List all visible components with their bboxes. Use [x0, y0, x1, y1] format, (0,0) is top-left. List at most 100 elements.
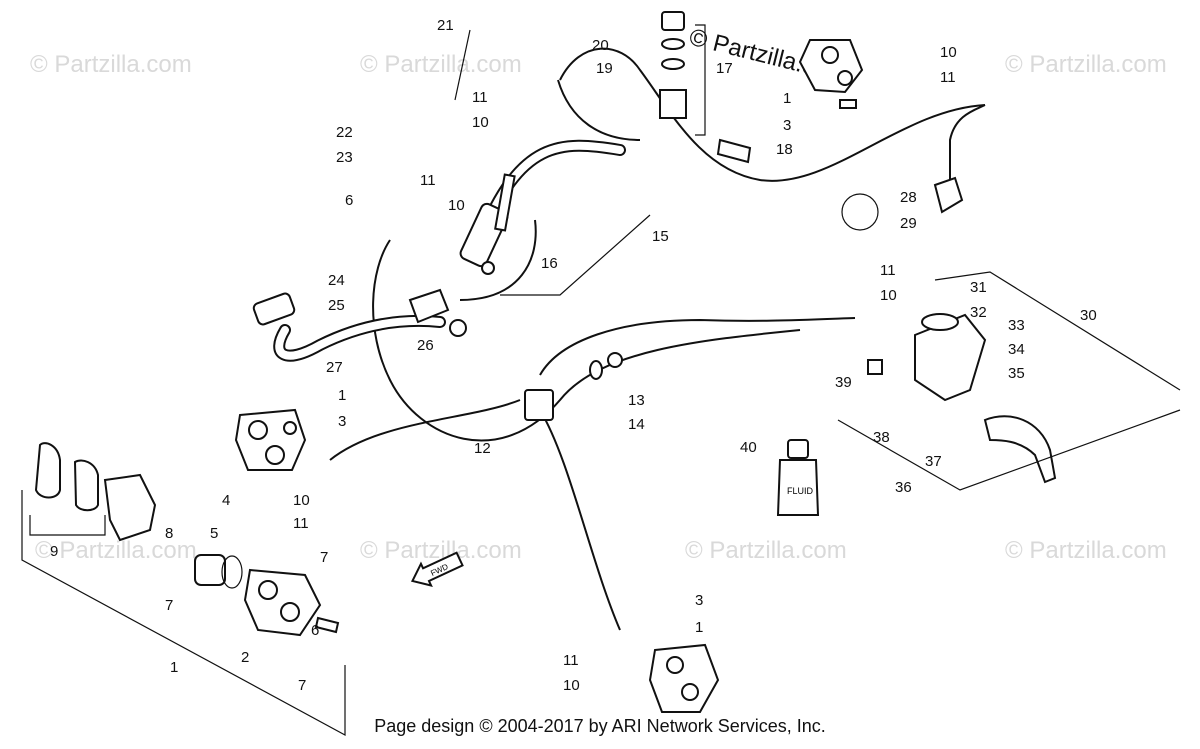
callout-3: 3	[783, 117, 791, 134]
watermark-top-center: © Partzilla.com	[360, 51, 522, 78]
callout-37: 37	[925, 453, 942, 470]
callout-3: 3	[695, 592, 703, 609]
callout-11: 11	[940, 69, 956, 86]
callout-26: 26	[417, 337, 434, 354]
fluid-bottle-40: FLUID	[776, 439, 820, 516]
pedal-pad	[252, 292, 296, 326]
rear-upper-caliper	[798, 39, 864, 109]
washer-13	[589, 360, 603, 380]
piston-5	[194, 554, 226, 586]
brake-pads-9	[21, 442, 346, 737]
hose-to-master-cylinder	[539, 317, 856, 376]
hose-to-front-caliper	[329, 399, 521, 461]
callout-1: 1	[783, 90, 791, 107]
callout-22: 22	[336, 124, 353, 141]
seal-4	[221, 555, 243, 589]
clip-29	[933, 176, 964, 214]
switch-39	[867, 359, 883, 375]
bracket-8	[103, 473, 157, 542]
brake-hose-14	[539, 409, 621, 631]
front-brake-hose	[372, 239, 801, 442]
callout-33: 33	[1008, 317, 1025, 334]
callout-6: 6	[345, 192, 353, 209]
callout-2: 2	[241, 649, 249, 666]
spring-21	[454, 29, 471, 101]
callout-1: 1	[170, 659, 178, 676]
callout-32: 32	[970, 304, 987, 321]
brake-hose-20-upper	[557, 79, 641, 141]
callout-15: 15	[652, 228, 669, 245]
callout-10: 10	[448, 197, 465, 214]
callout-30: 30	[1080, 307, 1097, 324]
cap	[661, 11, 685, 31]
callout-4: 4	[222, 492, 230, 509]
callout-10: 10	[563, 677, 580, 694]
fluid-label: FLUID	[787, 486, 814, 496]
callout-23: 23	[336, 149, 353, 166]
callout-31: 31	[970, 279, 987, 296]
callout-8: 8	[165, 525, 173, 542]
callout-13: 13	[628, 392, 645, 409]
caliper-exploded-2	[194, 554, 340, 637]
callout-5: 5	[210, 525, 218, 542]
callout-11: 11	[563, 652, 579, 669]
callout-39: 39	[835, 374, 852, 391]
callout-18: 18	[776, 141, 793, 158]
callout-11: 11	[472, 89, 488, 106]
bleeder-6	[314, 616, 340, 634]
callout-10: 10	[472, 114, 489, 131]
callout-20: 20	[592, 37, 609, 54]
callout-7: 7	[320, 549, 328, 566]
callout-11: 11	[880, 262, 896, 279]
callout-11: 11	[293, 515, 309, 532]
brake-lever-36	[983, 415, 1057, 484]
handlebar-master-cylinder	[837, 271, 1181, 491]
junction-block	[524, 389, 554, 421]
callout-6: 6	[311, 622, 319, 639]
watermarks: © Partzilla.com © Partzilla.com © Partzi…	[30, 51, 1167, 564]
callout-10: 10	[940, 44, 957, 61]
callout-1: 1	[338, 387, 346, 404]
callout-12: 12	[474, 440, 491, 457]
callout-21: 21	[437, 17, 454, 34]
callout-11: 11	[420, 172, 436, 189]
callout-10: 10	[880, 287, 897, 304]
watermark-bottom-right: © Partzilla.com	[1005, 537, 1167, 564]
callout-9: 9	[50, 543, 58, 560]
return-hose	[459, 219, 537, 301]
callout-7: 7	[298, 677, 306, 694]
callout-16: 16	[541, 255, 558, 272]
callout-35: 35	[1008, 365, 1025, 382]
callout-1: 1	[695, 619, 703, 636]
callout-14: 14	[628, 416, 645, 433]
callout-34: 34	[1008, 341, 1025, 358]
bracket-26	[408, 288, 450, 324]
reservoir-17	[659, 11, 752, 164]
brake-hose-20	[559, 47, 986, 182]
watermark-bottom-left: © Partzilla.com	[35, 537, 197, 564]
rear-lower-caliper	[648, 643, 720, 713]
callout-17: 17	[716, 60, 733, 77]
front-caliper-left	[234, 408, 307, 471]
brake-pedal-27	[252, 292, 467, 362]
callout-24: 24	[328, 272, 345, 289]
footer-credit: Page design © 2004-2017 by ARI Network S…	[374, 716, 826, 736]
brake-hoses	[329, 47, 986, 631]
watermark-bottom-mid: © Partzilla.com	[685, 537, 847, 564]
callout-25: 25	[328, 297, 345, 314]
callout-7: 7	[165, 597, 173, 614]
hose-to-clip-29	[949, 104, 986, 195]
callout-19: 19	[596, 60, 613, 77]
callout-40: 40	[740, 439, 757, 456]
clamp-28	[841, 193, 879, 231]
callout-36: 36	[895, 479, 912, 496]
callout-29: 29	[900, 215, 917, 232]
callout-28: 28	[900, 189, 917, 206]
callout-27: 27	[326, 359, 343, 376]
callout-10: 10	[293, 492, 310, 509]
fwd-arrow: FWD	[410, 551, 464, 587]
callout-3: 3	[338, 413, 346, 430]
